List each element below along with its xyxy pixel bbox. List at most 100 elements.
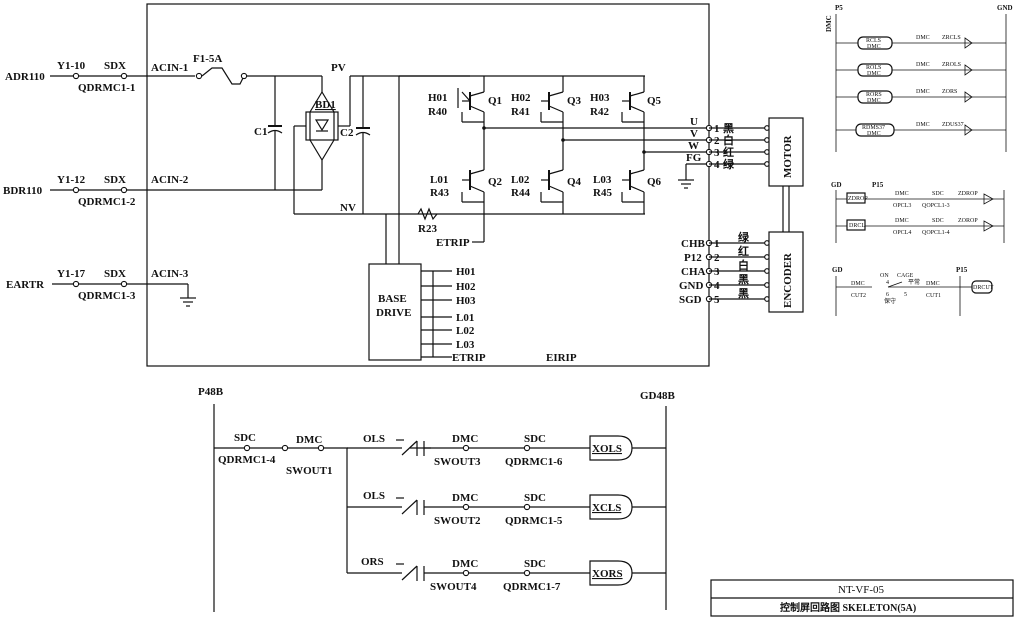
transistor-q1: Q1 H01 R40 <box>428 88 502 128</box>
q2-label: Q2 <box>488 176 503 188</box>
v-label: V <box>690 128 698 140</box>
coil: RCLS <box>866 38 881 44</box>
p12-label: P12 <box>684 252 702 264</box>
pin5: 5 <box>904 292 907 298</box>
dmc2: DMC <box>926 281 940 287</box>
sub: DMC <box>867 98 881 104</box>
pin4: 4 <box>886 280 889 286</box>
sdx-label: SDX <box>104 268 126 280</box>
out: XOLS <box>592 443 622 455</box>
color: 黑 <box>738 287 749 300</box>
l01-label: L01 <box>430 174 448 186</box>
igbt-bridge: Q1 H01 R40 Q3 H02 R41 Q5 H03 R42 <box>398 75 709 214</box>
qd-label: QDRMC1-3 <box>78 290 136 302</box>
motor-terminal-block: U V W FG 1 2 3 4 黑 白 红 绿 <box>686 116 770 171</box>
sdc: SDC <box>524 433 546 445</box>
r44-label: R44 <box>511 187 530 199</box>
color: 黑 <box>738 273 749 286</box>
bottom-ladder: P48B GD48B SDC QDRMC1-4 DMC SWOUT1 <box>198 386 676 612</box>
right-top-row-1: RCLS DMC DMC ZRCLS <box>836 35 1006 50</box>
dmc2: OPCL4 <box>893 230 911 236</box>
right-bot-ladder: GD P15 DMC CUT2 ON CAGE 平常 4 6 5 保守 DMC … <box>832 266 994 316</box>
transistor-q3: Q3 H02 R41 <box>511 91 582 128</box>
q5-label: Q5 <box>647 95 662 107</box>
coil: ZDROP <box>848 196 868 202</box>
r42-label: R42 <box>590 106 609 118</box>
out: DRCUT <box>973 285 994 291</box>
fuse-label: F1-5A <box>193 53 222 65</box>
net-label: ADR110 <box>5 71 45 83</box>
gnd-label: GND <box>997 4 1013 12</box>
p5-label: P5 <box>835 4 843 12</box>
encoder-terminal-block: CHB P12 CHA GND SGD 1 2 3 4 5 绿 红 白 黑 黑 <box>679 230 770 306</box>
eirip-label: EIRIP <box>546 352 577 364</box>
transistor-q2: Q2 L01 R43 <box>430 169 503 214</box>
right-mid-ladder: GD P15 <box>831 181 1005 243</box>
color: 绿 <box>738 230 750 244</box>
q4-label: Q4 <box>567 176 582 188</box>
q3-label: Q3 <box>567 95 582 107</box>
base-label: BASE <box>378 293 407 305</box>
num: 4 <box>714 159 720 171</box>
out: ZRCLS <box>942 35 961 41</box>
right-top-row-3: RORS DMC DMC ZORS <box>836 89 1006 104</box>
ground-icon <box>678 179 694 189</box>
input-line-adr: ADR110 Y1-10 SDX QDRMC1-1 ACIN-1 F1-5A <box>5 53 275 94</box>
cage-label: CAGE <box>897 273 914 279</box>
num: 3 <box>714 266 720 278</box>
coil: RORS <box>866 92 882 98</box>
swout: SWOUT3 <box>434 456 481 468</box>
dmc: DMC <box>895 191 909 197</box>
dmc: DMC <box>895 218 909 224</box>
cage-cn: 平常 <box>908 278 920 286</box>
sw-label: ORS <box>361 556 384 568</box>
net-label: BDR110 <box>3 185 43 197</box>
motor-label: MOTOR <box>782 134 794 178</box>
sgd-label: SGD <box>679 294 702 306</box>
gd-label: GD <box>831 181 842 189</box>
qd: QDRMC1-6 <box>505 456 563 468</box>
bottom-row-2: OLS DMC SWOUT2 SDC QDRMC1-5 XCLS <box>347 490 666 527</box>
dmc: DMC <box>452 492 478 504</box>
r45-label: R45 <box>593 187 612 199</box>
resistor-r23: R23 ETRIP <box>417 207 485 249</box>
color: 白 <box>738 258 749 272</box>
h03-label: H03 <box>590 92 610 104</box>
coil: RDMS37 <box>862 125 885 131</box>
dmc1: DMC <box>851 281 865 287</box>
p15-label: P15 <box>872 181 884 189</box>
num: 5 <box>714 294 720 306</box>
r40-label: R40 <box>428 106 447 118</box>
sub: DMC <box>867 71 881 77</box>
ground-icon <box>180 297 196 307</box>
qd: QDRMC1-5 <box>505 515 563 527</box>
dmc2: OPCL3 <box>893 203 911 209</box>
swout1-label: SWOUT1 <box>286 465 332 477</box>
acin-label: ACIN-3 <box>151 268 189 280</box>
swout: SWOUT4 <box>430 581 477 593</box>
out: XORS <box>592 568 623 580</box>
dmc: DMC <box>916 89 930 95</box>
right-top-row-2: ROLS DMC DMC ZROLS <box>836 62 1006 77</box>
sdx-label: SDX <box>104 174 126 186</box>
sdc: SDC <box>932 218 944 224</box>
w-label: W <box>688 140 699 152</box>
num: 2 <box>714 135 720 147</box>
acin-label: ACIN-1 <box>151 62 188 74</box>
out: ZORS <box>942 89 957 95</box>
y-label: Y1-10 <box>57 60 86 72</box>
num: 1 <box>714 238 720 250</box>
sdc2: QOPCL1-3 <box>922 203 950 209</box>
chb-label: CHB <box>681 238 706 250</box>
qd: QDRMC1-7 <box>503 581 561 593</box>
dmc-label: DMC <box>296 434 322 446</box>
right-top-row-4: RDMS37 DMC DMC ZDUS37 <box>836 122 1006 137</box>
hold: 保守 <box>884 297 896 305</box>
q6-label: Q6 <box>647 176 662 188</box>
acin-label: ACIN-2 <box>151 174 189 186</box>
sdc-label: SDC <box>234 432 256 444</box>
motor-box: MOTOR <box>768 117 804 187</box>
right-top-ladder: P5 DMC GND <box>825 4 1013 152</box>
y-label: Y1-12 <box>57 174 86 186</box>
